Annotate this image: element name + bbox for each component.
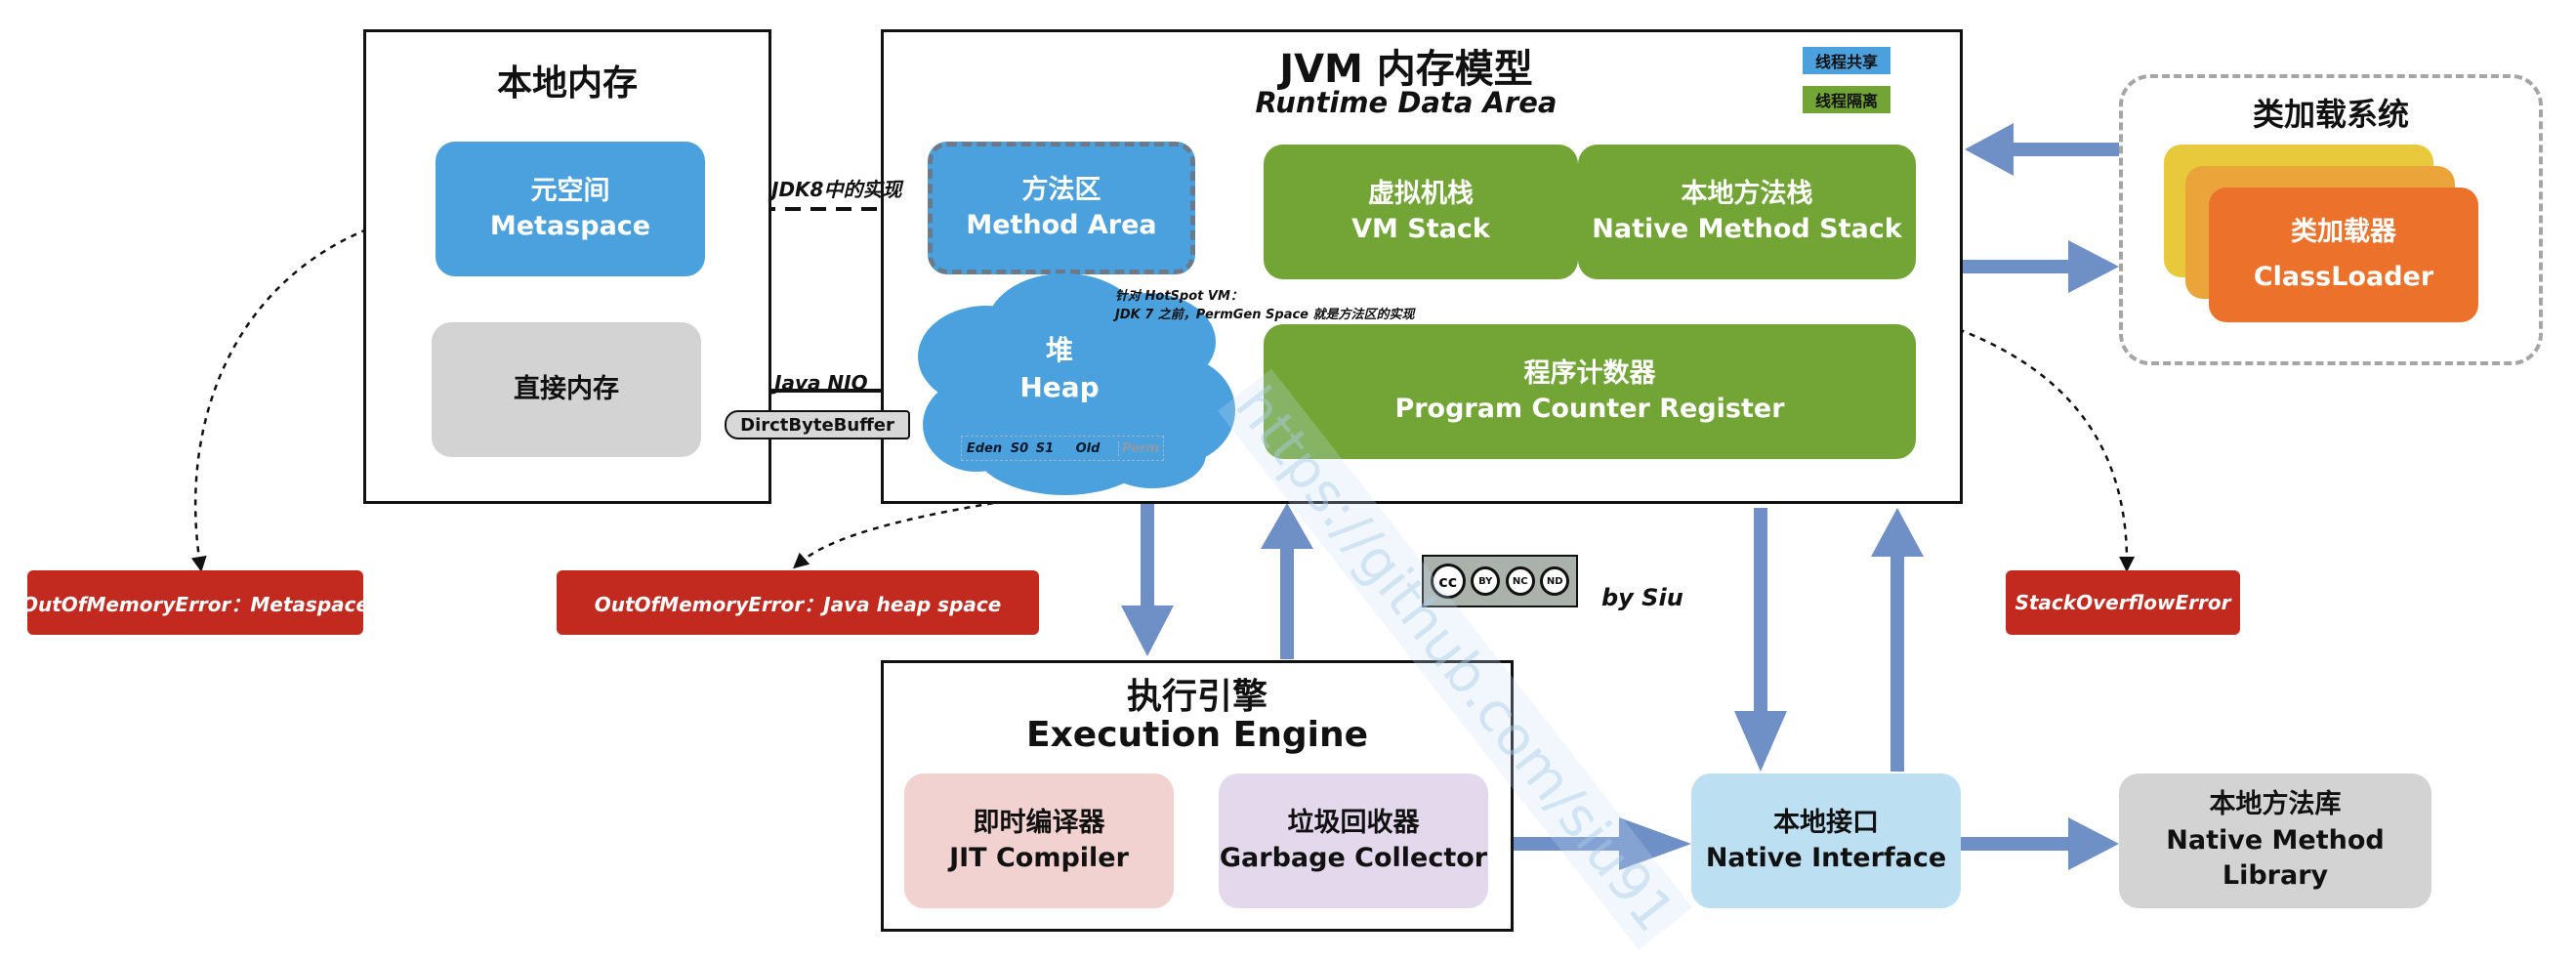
engine-to-jvm-head [1261,503,1313,549]
heap-segment-perm: Perm [1118,440,1162,456]
method-area-en: Method Area [966,210,1157,240]
engine-to-native-arrow [1512,837,1621,851]
legend-shared-label: 线程共享 [1814,53,1878,71]
heap-segment-s0: S0 [1010,440,1029,456]
heap-segment-eden: Eden [966,440,1003,456]
cc-license-badge: cc BY NC ND [1422,555,1578,607]
legend-shared: 线程共享 [1803,47,1890,74]
heap-cn: 堆 [1045,334,1073,366]
flow-arrows [1121,123,2119,870]
native-interface-cn: 本地接口 [1773,807,1879,838]
heap-segments-bar: Eden S0 S1 Old Perm [961,436,1164,461]
direct-memory-box: 直接内存 [432,322,701,457]
gc-cn: 垃圾回收器 [1287,807,1420,838]
jvm-title: JVM 内存模型 [1279,47,1533,92]
pc-en: Program Counter Register [1394,394,1785,424]
author-credit: by Siu [1601,584,1683,611]
method-area-cn: 方法区 [1021,174,1101,205]
nd-icon: ND [1540,566,1570,596]
metaspace-cn: 元空间 [530,175,610,206]
class-loader-title: 类加载系统 [2252,96,2409,133]
native-stack-cn: 本地方法栈 [1681,178,1813,209]
native-library-box: 本地方法库 Native Method Library [2119,773,2431,908]
legend-isolated: 线程隔离 [1803,86,1890,113]
native-to-library-head [2068,817,2119,870]
heap-oom-curve [792,488,1075,569]
direct-byte-buffer-label: DirctByteBuffer [740,414,894,436]
stack-overflow-error: StackOverflowError [2006,570,2240,635]
engine-to-jvm-arrow [1280,547,1294,659]
heap-segment-s1: S1 [1035,440,1055,456]
cc-icon: cc [1430,564,1466,599]
jvm-to-loader-head [2068,240,2119,293]
loader-to-jvm-arrow [2012,143,2119,156]
jit-compiler-box: 即时编译器 JIT Compiler [904,773,1174,908]
metaspace-en: Metaspace [489,211,651,241]
vm-stack-box: 虚拟机栈 VM Stack [1264,145,1578,279]
hotspot-note-line2: JDK 7 之前，PermGen Space 就是方法区的实现 [1115,308,1415,322]
engine-to-native-head [1619,817,1691,870]
native-stack-en: Native Method Stack [1592,214,1902,244]
heap-segment-old: Old [1075,440,1101,456]
jvm-to-engine-head [1121,606,1174,656]
direct-memory-label: 直接内存 [514,373,619,404]
jvm-to-engine-arrow [1141,503,1154,606]
method-area-box: 方法区 Method Area [928,142,1195,274]
native-method-stack-box: 本地方法栈 Native Method Stack [1578,145,1916,279]
nc-icon: NC [1505,566,1535,596]
metaspace-box: 元空间 Metaspace [436,142,705,276]
execution-engine-title-en: Execution Engine [1025,715,1368,755]
loader-to-jvm-head [1965,123,2014,176]
native-memory-title: 本地内存 [496,63,638,104]
jit-en: JIT Compiler [949,843,1129,873]
native-interface-en: Native Interface [1705,843,1947,873]
jvm-to-native-head [1734,711,1787,772]
garbage-collector-box: 垃圾回收器 Garbage Collector [1219,773,1488,908]
class-loader-en: ClassLoader [2253,262,2434,292]
java-nio-note: Java NIO [774,371,868,395]
native-to-jvm-arrow [1890,557,1904,772]
execution-engine-title-cn: 执行引擎 [1126,677,1267,717]
native-interface-box: 本地接口 Native Interface [1691,773,1961,908]
by-icon: BY [1471,566,1501,596]
native-to-jvm-head [1871,508,1924,557]
jvm-to-native-arrow [1754,508,1767,713]
jdk8-note: JDK8中的实现 [771,178,902,201]
direct-byte-buffer-tag: DirctByteBuffer [725,410,910,439]
metaspace-oom-curve [190,208,436,572]
program-counter-box: 程序计数器 Program Counter Register [1264,324,1916,459]
native-to-library-arrow [1961,837,2070,851]
oom-metaspace-error: OutOfMemoryError：Metaspace [21,570,369,635]
legend-isolated-label: 线程隔离 [1814,92,1878,110]
jit-cn: 即时编译器 [973,807,1105,838]
native-library-en: Native Method Library [2166,824,2385,892]
gc-en: Garbage Collector [1219,843,1488,873]
class-loader-cn: 类加载器 [2291,217,2396,248]
vm-stack-en: VM Stack [1351,214,1490,244]
heap-en: Heap [1019,370,1100,403]
class-loader-card-front: 类加载器 ClassLoader [2209,188,2478,322]
oom-heap-error: OutOfMemoryError：Java heap space [557,570,1039,635]
vm-stack-cn: 虚拟机栈 [1368,178,1474,209]
heap-label: 堆 Heap [976,332,1143,406]
class-loader-frame [2119,74,2543,365]
jvm-to-loader-arrow [1961,260,2070,273]
native-library-cn: 本地方法库 [2209,789,2342,820]
jvm-subtitle: Runtime Data Area [1255,86,1558,119]
hotspot-note-line1: 针对 HotSpot VM： [1115,289,1243,304]
pc-cn: 程序计数器 [1523,357,1656,389]
